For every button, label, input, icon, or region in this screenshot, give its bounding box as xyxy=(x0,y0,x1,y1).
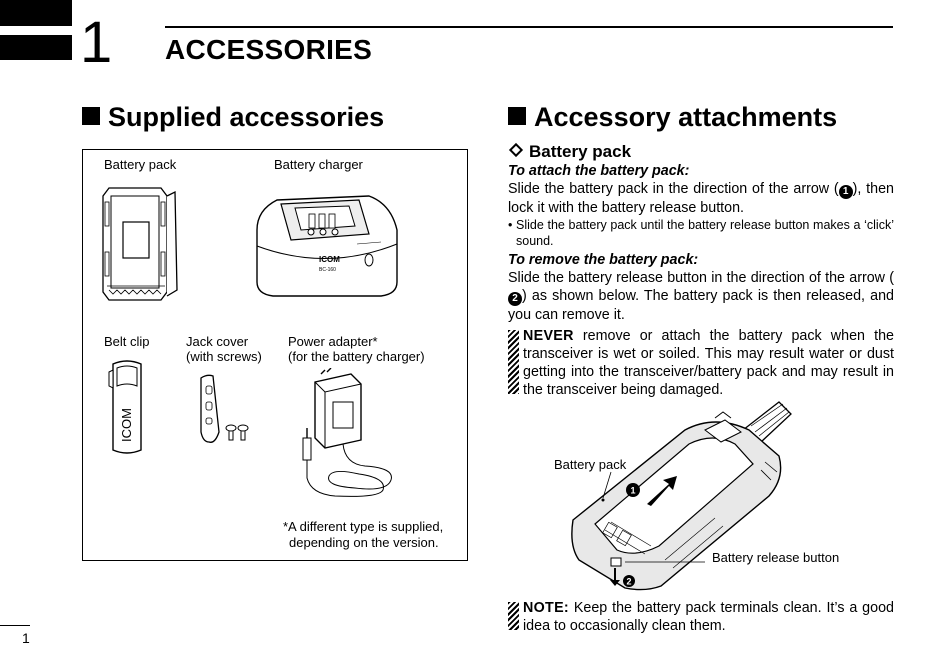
battery-pack-illustration xyxy=(102,187,178,301)
power-adapter-illustration xyxy=(302,368,392,497)
charger-model-text: BC-160 xyxy=(319,267,336,273)
marker-1-icon: 1 xyxy=(838,185,853,199)
square-bullet-icon xyxy=(508,107,526,125)
note-text-block: NOTE: Keep the battery pack terminals cl… xyxy=(523,599,894,635)
attach-text-a: Slide the battery pack in the direction … xyxy=(508,181,839,197)
label-jack-cover-1: Jack cover xyxy=(186,334,249,349)
transceiver-illustration: 1 2 xyxy=(571,401,792,591)
supplied-accessories-box: Battery pack Battery charger ICOM BC-160… xyxy=(82,149,468,561)
chapter-number: 1 xyxy=(80,10,113,75)
note-hatch-icon xyxy=(508,602,519,630)
label-belt-clip: Belt clip xyxy=(104,334,150,349)
label-battery-pack: Battery pack xyxy=(104,157,177,172)
caution-hatch-icon xyxy=(508,330,519,394)
attach-heading: To attach the battery pack: xyxy=(508,163,690,179)
diamond-icon xyxy=(508,142,524,158)
note-text: Keep the battery pack terminals clean. I… xyxy=(523,600,894,634)
caution-label: NEVER xyxy=(523,328,574,344)
label-power-adapter-2: (for the battery charger) xyxy=(288,349,425,364)
header-rule xyxy=(165,26,893,28)
screw-icon xyxy=(225,424,237,441)
footnote-line-2: depending on the version. xyxy=(289,535,439,550)
section-title-supplied: Supplied accessories xyxy=(82,102,384,133)
label-battery-charger: Battery charger xyxy=(274,157,363,172)
section-title-attachments: Accessory attachments xyxy=(508,102,837,133)
section-title-supplied-text: Supplied accessories xyxy=(108,102,385,132)
charger-brand-text: ICOM xyxy=(319,255,340,264)
belt-clip-illustration: ICOM xyxy=(108,360,142,454)
remove-paragraph: Slide the battery release button in the … xyxy=(508,269,894,324)
section-title-attachments-text: Accessory attachments xyxy=(534,102,838,132)
battery-pack-instructions: Battery pack To attach the battery pack:… xyxy=(508,142,894,324)
marker-2-icon: 2 xyxy=(508,292,522,306)
clip-brand-text: ICOM xyxy=(119,408,134,442)
battery-charger-illustration: ICOM BC-160 xyxy=(256,195,398,297)
note-block: NOTE: Keep the battery pack terminals cl… xyxy=(508,599,894,635)
caution-block: NEVER remove or attach the battery pack … xyxy=(508,327,894,399)
battery-pack-heading-text: Battery pack xyxy=(529,142,632,161)
chapter-title: ACCESSORIES xyxy=(165,34,373,65)
jack-cover-illustration xyxy=(200,374,249,443)
remove-heading: To remove the battery pack: xyxy=(508,252,699,268)
attach-text-b: ), then lock it with the battery release… xyxy=(508,181,894,216)
square-bullet-icon xyxy=(82,107,100,125)
arrow-2-label: 2 xyxy=(626,577,631,587)
callout-battery-pack: Battery pack xyxy=(554,457,627,472)
page-number-rule xyxy=(0,625,30,626)
battery-pack-heading: Battery pack xyxy=(508,142,894,162)
arrow-1-label: 1 xyxy=(630,486,635,496)
chapter-tab-top xyxy=(0,0,72,26)
remove-text-b: ) as shown below. The battery pack is th… xyxy=(508,288,894,323)
label-power-adapter-1: Power adapter* xyxy=(288,334,378,349)
footnote-line-1: *A different type is supplied, xyxy=(283,519,444,534)
note-label: NOTE: xyxy=(523,600,569,616)
caution-text-block: NEVER remove or attach the battery pack … xyxy=(523,327,894,399)
chapter-tab-bottom xyxy=(0,35,72,60)
page-number: 1 xyxy=(22,630,30,646)
attach-paragraph: Slide the battery pack in the direction … xyxy=(508,180,894,217)
callout-battery-release-button: Battery release button xyxy=(712,550,840,565)
label-jack-cover-2: (with screws) xyxy=(186,349,262,364)
attach-bullet: • Slide the battery pack until the batte… xyxy=(508,218,894,248)
caution-text: remove or attach the battery pack when t… xyxy=(523,328,894,398)
screw-icon xyxy=(237,424,249,441)
remove-text-a: Slide the battery release button in the … xyxy=(508,270,894,286)
